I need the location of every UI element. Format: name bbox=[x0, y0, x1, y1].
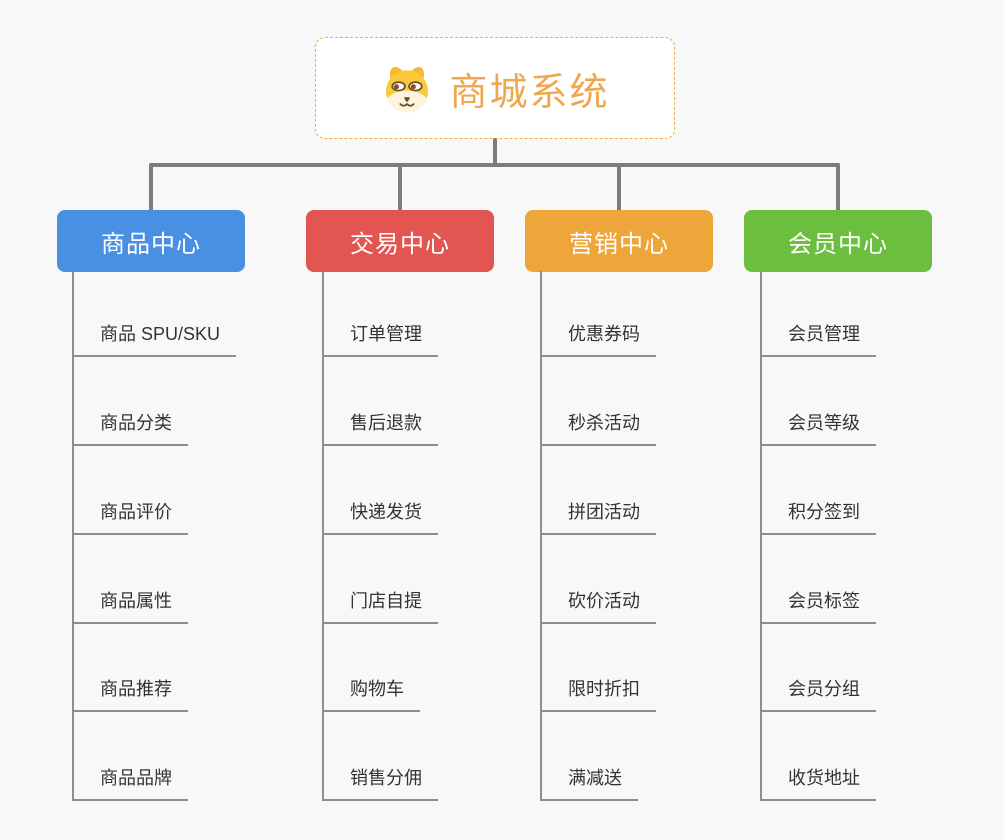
leaf-node[interactable]: 优惠券码 bbox=[540, 321, 656, 357]
connector-drop-product bbox=[149, 163, 153, 212]
leaf-node[interactable]: 购物车 bbox=[322, 676, 420, 712]
leaf-node[interactable]: 秒杀活动 bbox=[540, 410, 656, 446]
leaf-node[interactable]: 会员标签 bbox=[760, 588, 876, 624]
leaf-node[interactable]: 销售分佣 bbox=[322, 765, 438, 801]
leaf-node[interactable]: 拼团活动 bbox=[540, 499, 656, 535]
leaf-node[interactable]: 商品分类 bbox=[72, 410, 188, 446]
trunk-line-marketing bbox=[540, 271, 542, 799]
leaf-node[interactable]: 商品品牌 bbox=[72, 765, 188, 801]
connector-drop-marketing bbox=[617, 163, 621, 212]
leaf-node[interactable]: 会员分组 bbox=[760, 676, 876, 712]
branch-node-product[interactable]: 商品中心 bbox=[57, 210, 245, 272]
connector-horizontal-bar bbox=[149, 163, 840, 167]
leaf-node[interactable]: 商品评价 bbox=[72, 499, 188, 535]
trunk-line-member bbox=[760, 271, 762, 799]
leaf-node[interactable]: 限时折扣 bbox=[540, 676, 656, 712]
trunk-line-trade bbox=[322, 271, 324, 799]
branch-node-trade[interactable]: 交易中心 bbox=[306, 210, 494, 272]
leaf-node[interactable]: 商品属性 bbox=[72, 588, 188, 624]
leaf-node[interactable]: 快递发货 bbox=[322, 499, 438, 535]
connector-root-stem bbox=[493, 138, 497, 165]
leaf-node[interactable]: 门店自提 bbox=[322, 588, 438, 624]
connector-drop-trade bbox=[398, 163, 402, 212]
root-node[interactable]: 商城系统 bbox=[315, 37, 675, 139]
connector-drop-member bbox=[836, 163, 840, 212]
branch-node-marketing[interactable]: 营销中心 bbox=[525, 210, 713, 272]
root-title: 商城系统 bbox=[449, 71, 610, 114]
trunk-line-product bbox=[72, 271, 74, 799]
leaf-node[interactable]: 会员等级 bbox=[760, 410, 876, 446]
leaf-node[interactable]: 售后退款 bbox=[322, 410, 438, 446]
leaf-node[interactable]: 商品推荐 bbox=[72, 676, 188, 712]
leaf-node[interactable]: 订单管理 bbox=[322, 321, 438, 357]
dog-face-icon bbox=[386, 66, 429, 113]
leaf-node[interactable]: 收货地址 bbox=[760, 765, 876, 801]
leaf-node[interactable]: 满减送 bbox=[540, 765, 638, 801]
leaf-node[interactable]: 积分签到 bbox=[760, 499, 876, 535]
branch-node-member[interactable]: 会员中心 bbox=[744, 210, 932, 272]
leaf-node[interactable]: 砍价活动 bbox=[540, 588, 656, 624]
leaf-node[interactable]: 会员管理 bbox=[760, 321, 876, 357]
leaf-node[interactable]: 商品 SPU/SKU bbox=[72, 321, 237, 357]
